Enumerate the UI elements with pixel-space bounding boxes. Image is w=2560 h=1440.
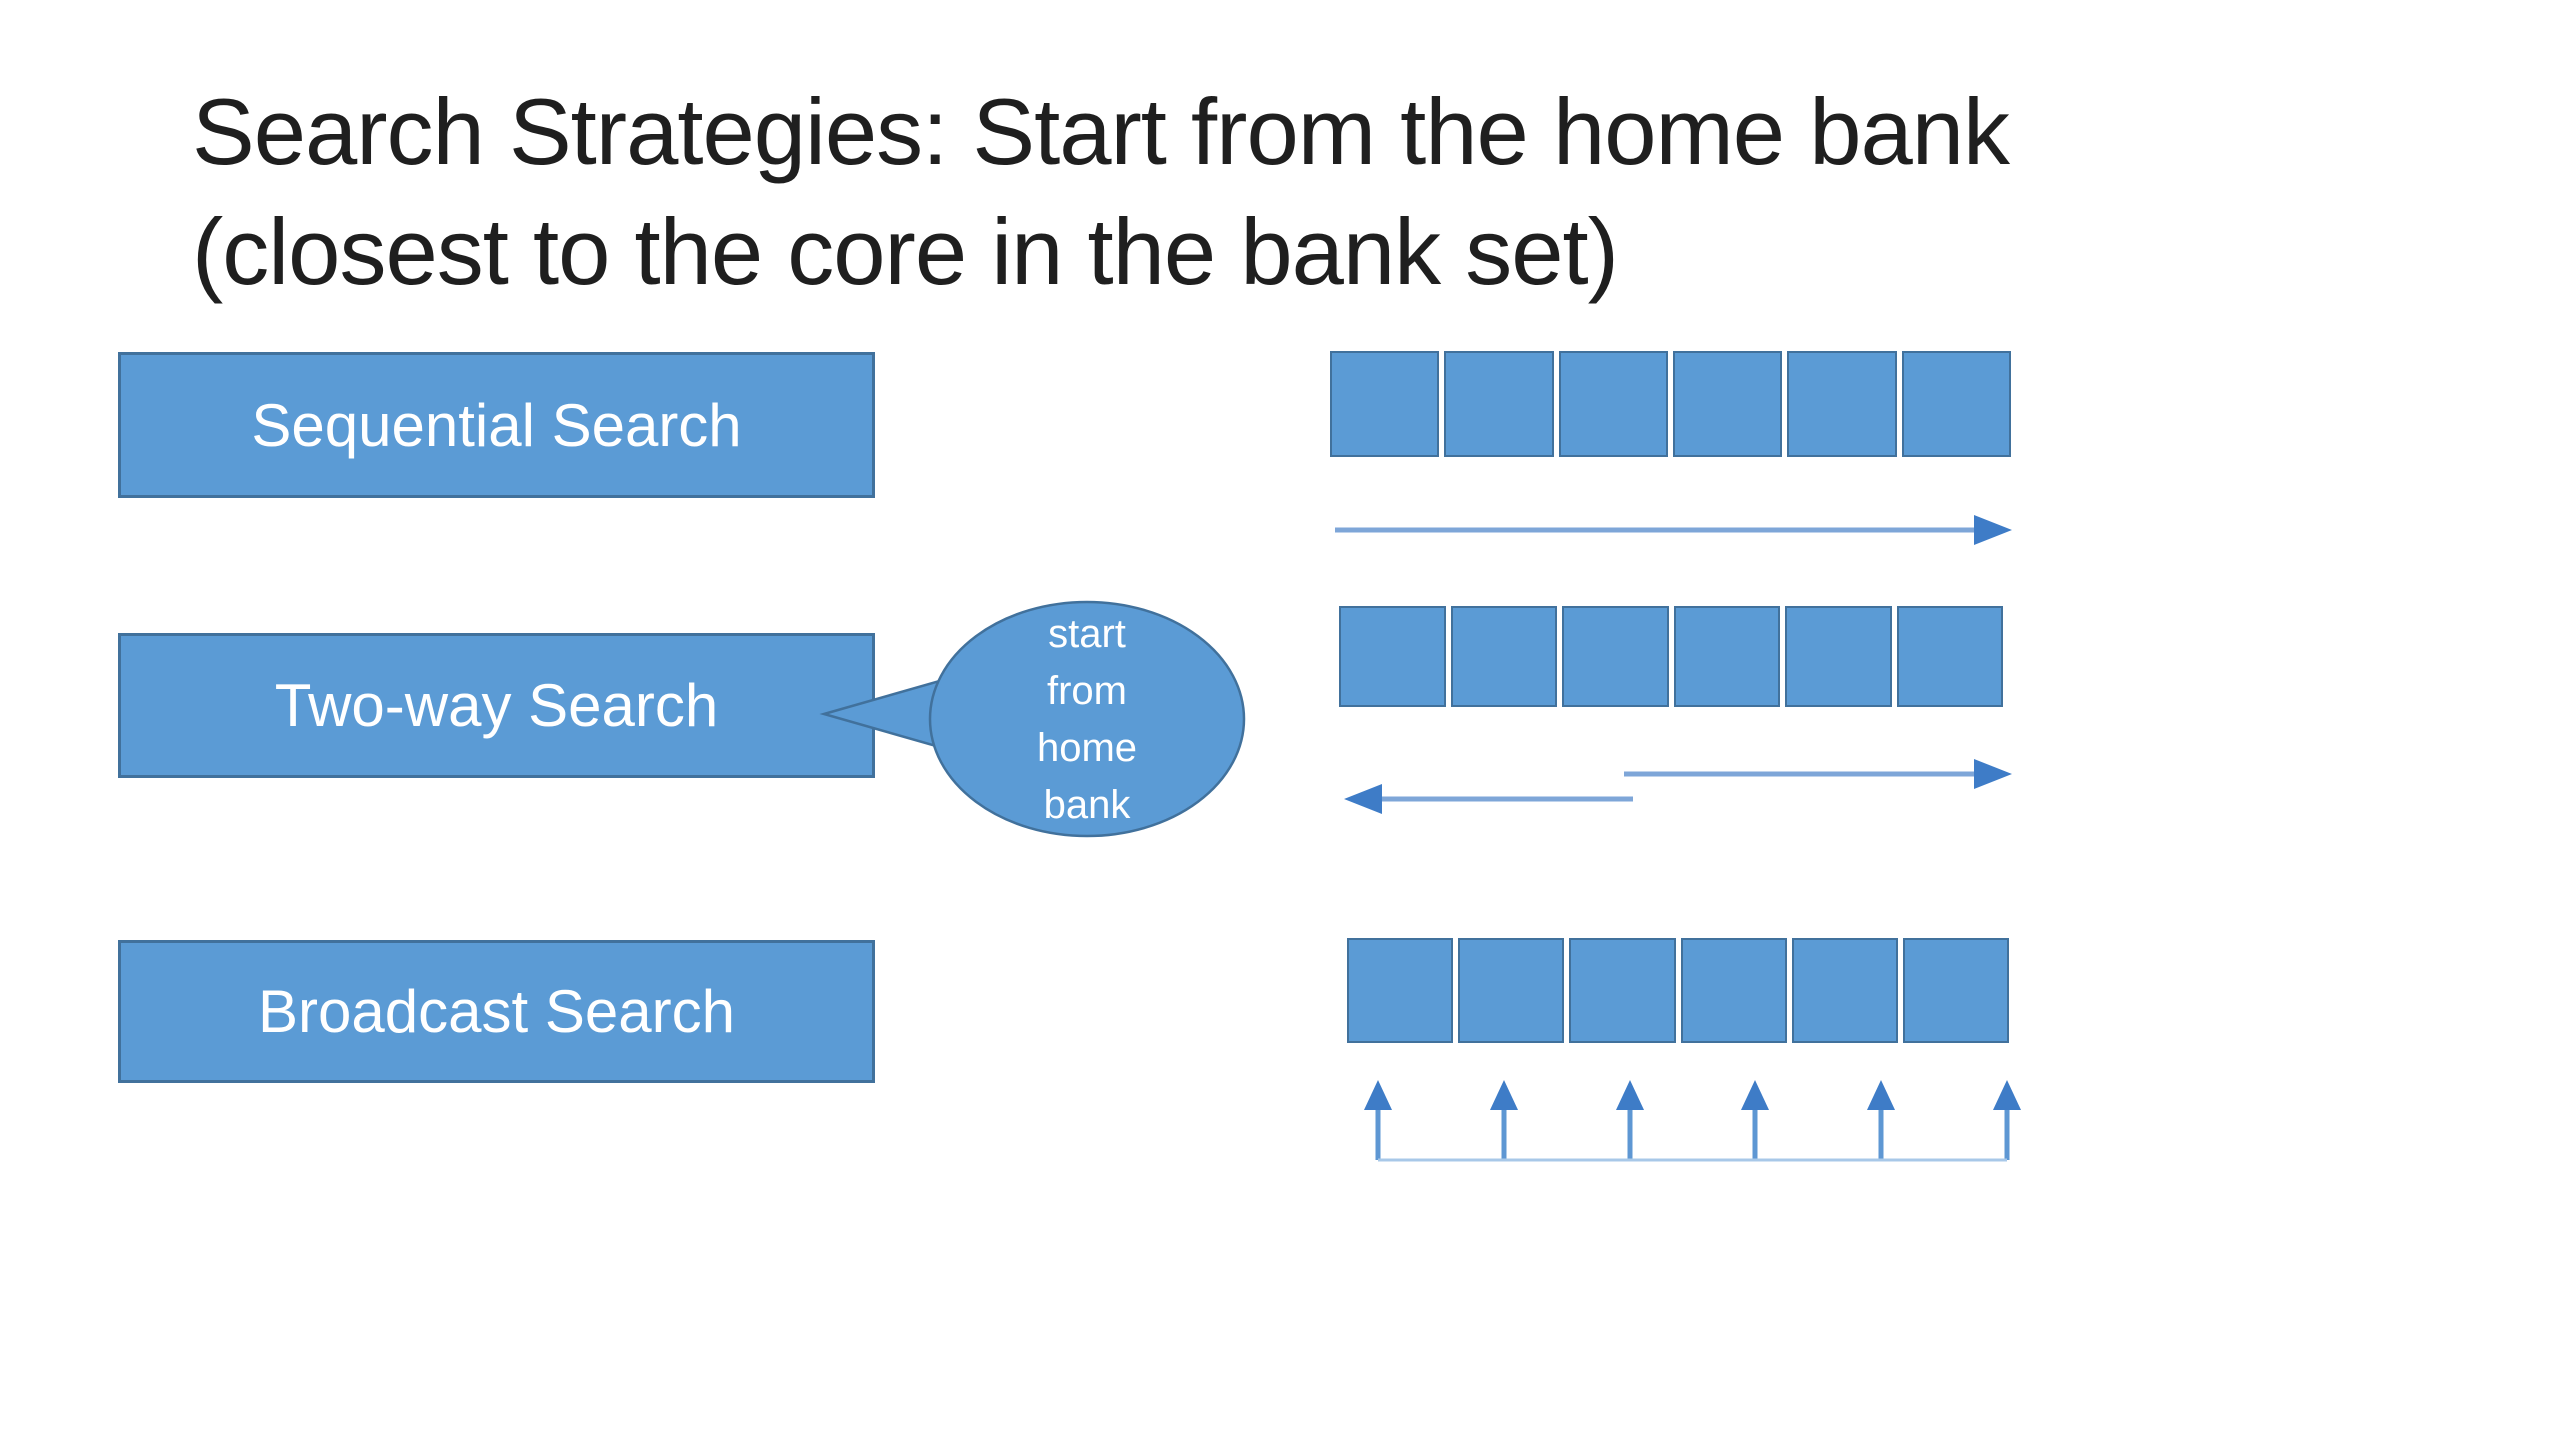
up-arrowhead-icon [1490, 1080, 1518, 1110]
bank-cell [1672, 351, 1783, 457]
two-way-search-box: Two-way Search [118, 633, 875, 778]
bank-cell [1450, 606, 1557, 707]
callout-line: bank [1043, 783, 1131, 827]
bank-cell [1791, 938, 1898, 1043]
up-arrowhead-icon [1867, 1080, 1895, 1110]
callout-text: start from home bank [967, 604, 1207, 836]
sequential-arrow [1335, 515, 2012, 545]
bank-cell [1330, 351, 1440, 457]
bank-cell [1562, 606, 1669, 707]
up-arrowhead-icon [1616, 1080, 1644, 1110]
bank-cell [1680, 938, 1787, 1043]
slide-title: Search Strategies: Start from the home b… [192, 72, 2010, 312]
callout-line: from [1047, 669, 1127, 713]
sequential-search-label: Sequential Search [251, 391, 742, 459]
bank-cell [1458, 938, 1565, 1043]
two-way-right-arrow [1624, 759, 2012, 789]
up-arrowhead-icon [1364, 1080, 1392, 1110]
two-way-left-arrow [1344, 784, 1633, 814]
callout-ellipse [928, 600, 1246, 838]
bank-cell [1444, 351, 1554, 457]
bank-row-broadcast [1347, 938, 2010, 1043]
right-arrowhead-icon [1974, 515, 2012, 545]
bank-cell [1673, 606, 1780, 707]
bank-cell [1569, 938, 1676, 1043]
bank-cell [1339, 606, 1446, 707]
broadcast-search-label: Broadcast Search [258, 978, 735, 1045]
sequential-search-box: Sequential Search [118, 352, 875, 498]
bank-cell [1785, 606, 1892, 707]
bank-cell [1347, 938, 1454, 1043]
right-arrowhead-icon [1974, 759, 2012, 789]
bank-cell [1558, 351, 1668, 457]
callout-line: start [1048, 612, 1126, 656]
bank-row-sequential [1330, 351, 2011, 457]
broadcast-arrows [1364, 1080, 2021, 1162]
callout-bubble [819, 600, 1246, 838]
two-way-search-label: Two-way Search [274, 672, 719, 739]
bank-cell [1896, 606, 2003, 707]
bank-row-two-way [1339, 606, 2003, 707]
bank-cell [1787, 351, 1897, 457]
slide-title-line-2: (closest to the core in the bank set) [192, 199, 1619, 304]
slide-title-line-1: Search Strategies: Start from the home b… [192, 79, 2010, 184]
up-arrowhead-icon [1741, 1080, 1769, 1110]
callout-line: home [1036, 726, 1138, 770]
left-arrowhead-icon [1344, 784, 1382, 814]
up-arrowhead-icon [1993, 1080, 2021, 1110]
bank-cell [1902, 938, 2010, 1043]
broadcast-search-box: Broadcast Search [118, 940, 875, 1083]
bank-cell [1901, 351, 2011, 457]
